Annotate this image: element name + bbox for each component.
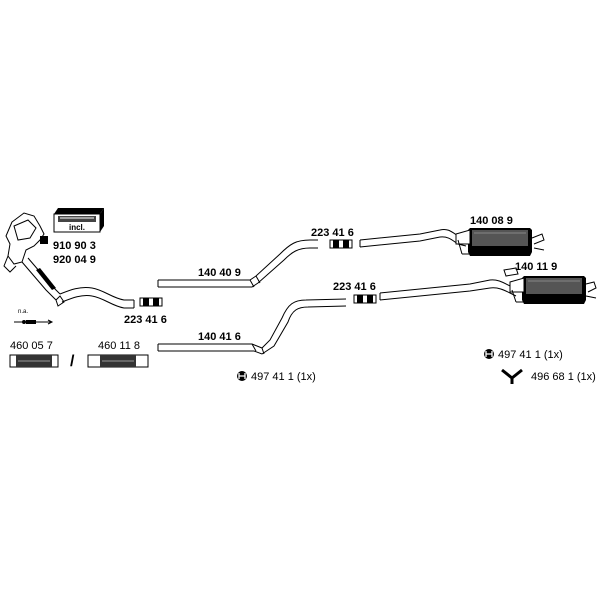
- oxygen-sensor-icon: n.a.: [14, 309, 54, 325]
- clamp-upper-part-number: 223 41 6: [311, 227, 354, 239]
- front-pipe: [59, 287, 135, 309]
- center-pipe-lower: [157, 298, 347, 355]
- rear-pipe-upper: [359, 229, 467, 248]
- center-pipe-upper-part-number: 140 40 9: [198, 267, 241, 279]
- rear-muffler-lower-icon: [503, 267, 597, 304]
- kit-part-number-1: 910 90 3: [53, 240, 96, 252]
- hanger-right-part-number: 497 41 1 (1x): [498, 349, 563, 361]
- flex-pipe-a-part-number: 460 05 7: [10, 340, 53, 352]
- mounting-kit-box-icon: incl.: [53, 208, 104, 233]
- rear-muffler-lower-part-number: 140 11 9: [515, 261, 557, 273]
- clamp-lower-part-number: 223 41 6: [333, 281, 376, 293]
- flex-pipe-b-part-number: 460 11 8: [98, 340, 140, 352]
- flex-separator: /: [70, 353, 75, 370]
- y-bracket-icon: [501, 368, 523, 384]
- kit-incl-label: incl.: [69, 223, 85, 232]
- clamp-lower-icon: [353, 294, 377, 304]
- flex-pipe-b-icon: [87, 354, 149, 368]
- clamp-front-icon: [139, 297, 163, 307]
- flex-pipe-a-icon: [9, 354, 59, 368]
- hanger-center-part-number: 497 41 1 (1x): [251, 371, 316, 383]
- center-pipe-lower-part-number: 140 41 6: [198, 331, 241, 343]
- kit-part-number-2: 920 04 9: [53, 254, 96, 266]
- clamp-upper-icon: [329, 239, 353, 249]
- rubber-hanger-icon: [484, 349, 494, 359]
- center-pipe-upper: [157, 239, 318, 288]
- bracket-right-part-number: 496 68 1 (1x): [531, 371, 596, 383]
- rear-muffler-upper-part-number: 140 08 9: [470, 215, 513, 227]
- not-available-label: n.a.: [18, 309, 28, 315]
- front-connector-part-number: 223 41 6: [124, 314, 167, 326]
- catalytic-converter: [3, 212, 65, 307]
- rear-muffler-upper-icon: [455, 228, 545, 256]
- rubber-hanger-icon: [237, 371, 247, 381]
- rear-pipe-lower: [379, 279, 517, 301]
